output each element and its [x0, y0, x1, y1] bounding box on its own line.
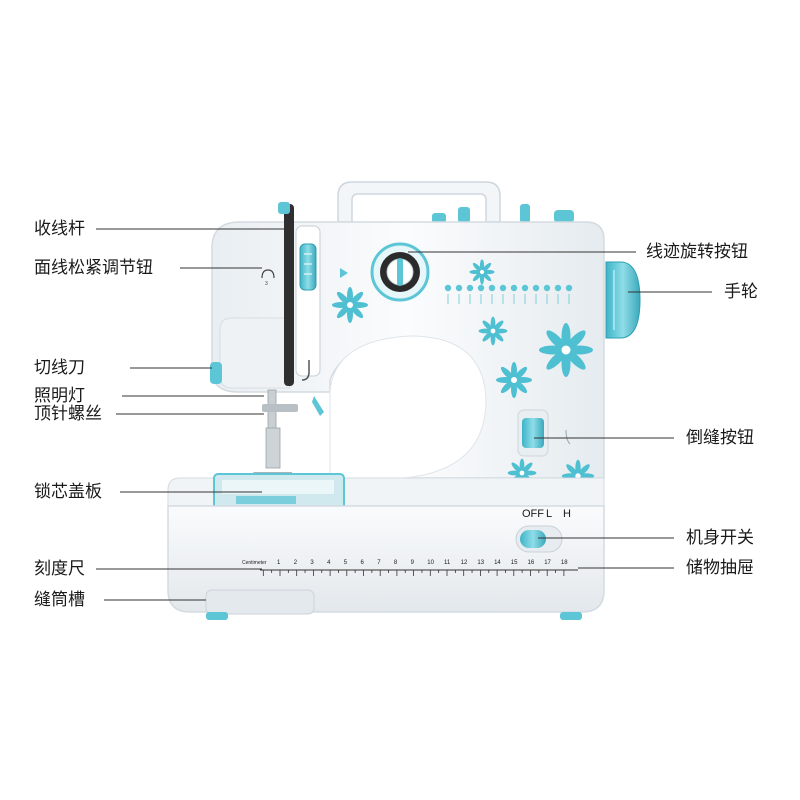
play-arrow-icon — [340, 268, 348, 278]
flower-icon — [496, 362, 532, 398]
ruler-tick-label: 15 — [510, 560, 518, 566]
stitch-pattern-dot — [444, 284, 452, 292]
stitch-pattern-dot — [521, 284, 529, 292]
ruler-tick-label: 6 — [360, 560, 364, 566]
ruler-tick-label: 7 — [377, 560, 381, 566]
ruler-tick-label: 18 — [560, 560, 568, 566]
sleeve-slot — [205, 589, 315, 615]
ruler-tick-label: 9 — [410, 560, 414, 566]
switch-low-label: L — [546, 508, 553, 520]
ruler-tick-label: 12 — [460, 560, 468, 566]
bobbin-winder-pin — [520, 204, 530, 223]
ruler-tick-label: 8 — [393, 560, 398, 566]
stitch-pattern-dot — [499, 284, 507, 292]
foot-right — [560, 612, 582, 620]
label-tension-knob: 面线松紧调节钮 — [34, 258, 153, 278]
flower-icon — [469, 259, 495, 285]
stitch-pattern-dot — [565, 284, 573, 292]
stitch-pattern-icon — [444, 284, 573, 304]
label-reverse-button: 倒缝按钮 — [686, 428, 754, 448]
stitch-pattern-dot — [477, 284, 485, 292]
ruler-tick-label: 3 — [310, 560, 314, 566]
ruler-tick-label: 17 — [544, 560, 551, 566]
presser-lever[interactable] — [312, 396, 324, 416]
stitch-pattern-dot — [466, 284, 474, 292]
ruler-tick-label: 11 — [444, 560, 451, 566]
stitch-pattern-dot — [510, 284, 518, 292]
handwheel[interactable] — [605, 261, 641, 339]
spool-pin-cap — [432, 213, 446, 223]
arm-opening — [329, 335, 487, 479]
carry-handle — [337, 181, 501, 223]
stitch-pattern-dot — [488, 284, 496, 292]
presser-foot-shank — [265, 427, 281, 469]
label-stitch-dial: 线迹旋转按钮 — [646, 242, 748, 262]
ruler-tick-label: 5 — [343, 560, 348, 566]
ruler-tick-label: 1 — [277, 560, 281, 566]
label-scale-ruler: 刻度尺 — [34, 559, 85, 579]
switch-high-label: H — [563, 508, 571, 520]
head-face-plate — [219, 317, 291, 389]
spool-pin — [458, 207, 470, 223]
take-up-slot — [284, 204, 294, 386]
ruler-tick-label: 16 — [527, 560, 535, 566]
ruler-tick-label: 2 — [293, 560, 298, 566]
leader-lines — [96, 228, 712, 601]
label-drawer: 储物抽屉 — [686, 558, 754, 578]
foot-left — [206, 612, 228, 620]
tension-knob[interactable] — [299, 243, 317, 291]
bobbin-winder — [554, 210, 574, 223]
scale-ruler — [260, 569, 578, 576]
label-thread-cutter: 切线刀 — [34, 358, 85, 378]
switch-off-label: OFF — [522, 508, 544, 520]
power-switch[interactable] — [520, 530, 546, 548]
label-bobbin-cover: 锁芯盖板 — [34, 482, 102, 502]
label-power-switch: 机身开关 — [686, 528, 754, 548]
ruler-tick-label: 14 — [494, 560, 501, 566]
ruler-tick-label: 13 — [477, 560, 485, 566]
flower-icon — [539, 323, 593, 377]
take-up-lever[interactable] — [278, 202, 290, 214]
label-handwheel: 手轮 — [724, 282, 758, 302]
ruler-tick-label: 10 — [427, 560, 434, 566]
stitch-pattern-dot — [455, 284, 463, 292]
needle-clamp-screw[interactable] — [262, 404, 298, 412]
svg-text:3: 3 — [265, 281, 268, 287]
stitch-pattern-dot — [543, 284, 551, 292]
label-sleeve-slot: 缝筒槽 — [34, 590, 85, 610]
ruler-unit-label: Centimeter — [242, 560, 267, 566]
reverse-button[interactable] — [522, 418, 544, 448]
flower-icon — [478, 316, 508, 346]
label-take-up-lever: 收线杆 — [34, 219, 85, 239]
thread-cutter[interactable] — [210, 362, 222, 384]
label-needle-screw: 顶针螺丝 — [34, 404, 102, 424]
label-light: 照明灯 — [34, 386, 85, 406]
stitch-pattern-dot — [554, 284, 562, 292]
ruler-tick-label: 4 — [327, 560, 331, 566]
flower-icon — [332, 287, 368, 323]
stitch-pattern-dot — [532, 284, 540, 292]
